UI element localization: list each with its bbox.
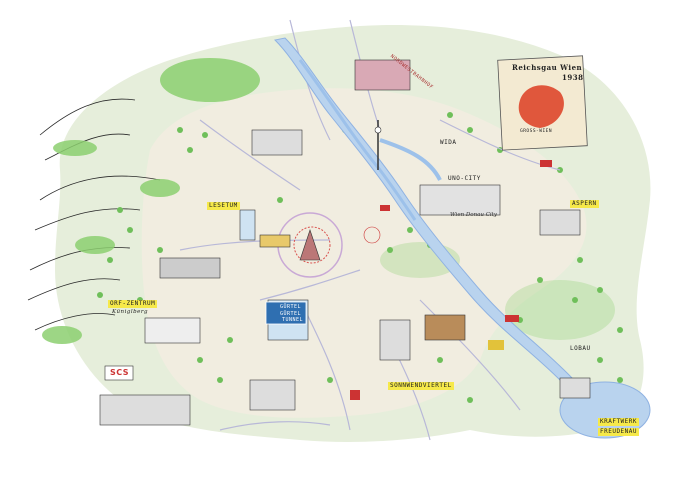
label-lesetum: LESETUM: [207, 202, 240, 210]
gurtel-sign: [265, 301, 307, 325]
label-kuniglberg: Küniglberg: [112, 309, 149, 315]
label-uno-city: UNO-CITY: [448, 175, 481, 182]
old-danube: [379, 138, 442, 181]
hills-west: [27, 98, 161, 331]
label-gurtel-1: GÜRTEL: [280, 304, 302, 310]
label-orf-zentrum: ORF-ZENTRUM: [108, 300, 158, 308]
inner-ring: [293, 226, 331, 264]
label-gurtel-2: GÜRTEL: [280, 311, 302, 317]
historic-poster: [497, 55, 588, 151]
label-aspern: ASPERN: [570, 200, 599, 208]
danube-canal: [298, 59, 417, 221]
landmarks: [99, 59, 591, 426]
city-area: [141, 88, 587, 418]
excavator: [488, 340, 504, 350]
label-lobau: LOBAU: [570, 345, 591, 352]
label-wida: WIDA: [440, 139, 457, 146]
poster-year: 1938: [562, 73, 584, 82]
label-tunnel: TUNNEL: [282, 317, 304, 323]
label-scs: SCS: [110, 368, 130, 377]
scs-sign: [104, 365, 134, 381]
label-kraftwerk: KRAFTWERK: [598, 418, 640, 426]
poster-title: Reichsgau Wien: [512, 63, 583, 72]
label-freudenau: FREUDENAU: [598, 428, 640, 436]
poster-caption: GROSS-WIEN: [520, 129, 553, 134]
label-sonnwendviertel: SONNWENDVIERTEL: [388, 382, 454, 390]
forests: [42, 58, 615, 344]
label-wien-donau-city: Wien Donau City: [450, 212, 497, 218]
vehicles: [350, 160, 552, 400]
